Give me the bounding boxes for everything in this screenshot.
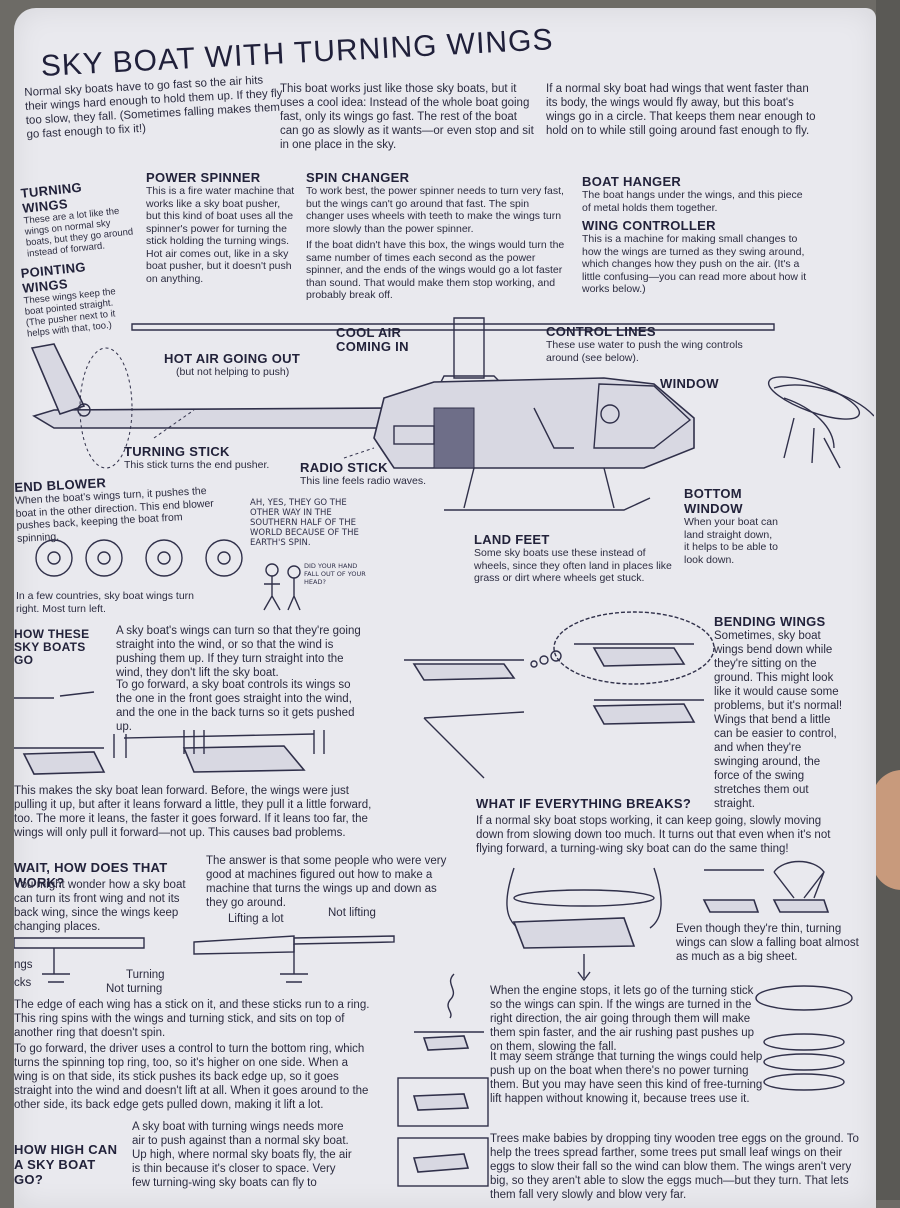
intro-paragraph-3: If a normal sky boat had wings that went… bbox=[546, 83, 816, 137]
boat-hanger-label: BOAT HANGER The boat hangs under the win… bbox=[582, 174, 803, 214]
how-these-p2: To go forward, a sky boat controls its w… bbox=[116, 679, 355, 733]
rotation-diagrams bbox=[35, 539, 243, 577]
how-these-heading: HOW THESE SKY BOATS GO bbox=[14, 627, 90, 667]
main-rotor bbox=[131, 323, 775, 331]
lifting-a-lot: Lifting a lot bbox=[228, 913, 284, 925]
finger bbox=[872, 770, 900, 890]
how-these-p3: This makes the sky boat lean forward. Be… bbox=[14, 785, 372, 839]
turning-stick-label: TURNING STICK This stick turns the end p… bbox=[124, 444, 270, 471]
stick-figures bbox=[263, 563, 301, 611]
page-title: SKY BOAT WITH TURNING WINGS bbox=[40, 23, 555, 83]
forward-diagrams bbox=[14, 691, 325, 775]
intro-paragraph-2: This boat works just like those sky boat… bbox=[280, 83, 534, 151]
breaks-p3: When the engine stops, it lets go of the… bbox=[490, 985, 755, 1053]
bending-wings-label: BENDING WINGS Sometimes, sky boat wings … bbox=[714, 614, 843, 810]
breaks-p4: It may seem strange that turning the win… bbox=[490, 1051, 763, 1105]
countries-note: In a few countries, sky boat wings turn … bbox=[16, 590, 195, 615]
falling-frames bbox=[397, 973, 489, 1187]
window bbox=[593, 383, 692, 449]
how-these-p1: A sky boat's wings can turn so that they… bbox=[116, 625, 361, 679]
hot-air-label: HOT AIR GOING OUT (but not helping to pu… bbox=[164, 351, 301, 378]
not-lifting: Not lifting bbox=[328, 907, 376, 919]
bottom-window-label: BOTTOM WINDOW When your boat can land st… bbox=[684, 486, 778, 566]
helicopter-body bbox=[373, 377, 695, 469]
swashplate-diagram bbox=[14, 935, 395, 983]
control-lines-label: CONTROL LINES These use water to push th… bbox=[546, 324, 743, 364]
tail-fin bbox=[30, 343, 86, 415]
wait-p2: The answer is that some people who were … bbox=[206, 855, 447, 909]
book-page: SKY BOAT WITH TURNING WINGS Normal sky b… bbox=[14, 8, 876, 1208]
not-turning-label: Not turning bbox=[106, 983, 163, 995]
breaks-p5: Trees make babies by dropping tiny woode… bbox=[490, 1133, 859, 1201]
how-high-text: A sky boat with turning wings needs more… bbox=[132, 1121, 352, 1189]
wing-controller-label: WING CONTROLLER This is a machine for ma… bbox=[582, 218, 807, 295]
bending-wings-diagram bbox=[404, 611, 715, 779]
wait-p3: The edge of each wing has a stick on it,… bbox=[14, 999, 370, 1039]
breaks-p1: If a normal sky boat stops working, it c… bbox=[476, 815, 831, 855]
pegasus-sketch bbox=[773, 384, 874, 469]
tail-boom bbox=[32, 407, 395, 429]
ngs-fragment: ngs bbox=[14, 959, 33, 971]
rotor-mast bbox=[453, 317, 485, 379]
wait-p1: You might wonder how a sky boat can turn… bbox=[14, 879, 186, 933]
breaks-heading: WHAT IF EVERYTHING BREAKS? bbox=[476, 796, 692, 811]
power-spinner-label: POWER SPINNER This is a fire water machi… bbox=[146, 170, 295, 285]
autorotation-diagram bbox=[506, 860, 830, 982]
comic-speech-1: AH, YES, THEY GO THE OTHER WAY IN THE SO… bbox=[250, 498, 359, 548]
engine-box bbox=[433, 407, 475, 469]
radio-stick-label: RADIO STICK This line feels radio waves. bbox=[300, 460, 427, 487]
turning-wings-label: TURNING WINGS These are a lot like the w… bbox=[20, 179, 134, 260]
spin-changer-label: SPIN CHANGER To work best, the power spi… bbox=[306, 170, 565, 301]
cks-fragment: cks bbox=[14, 977, 32, 989]
wait-p4: To go forward, the driver uses a control… bbox=[14, 1043, 369, 1111]
window-label: WINDOW bbox=[660, 376, 719, 391]
wait-heading: WAIT, HOW DOES THAT WORK? bbox=[14, 860, 168, 890]
how-high-heading: HOW HIGH CAN A SKY BOAT GO? bbox=[14, 1142, 118, 1187]
seed-drawings bbox=[755, 985, 853, 1091]
turning-label: Turning bbox=[126, 969, 165, 981]
comic-speech-2: DID YOUR HAND FALL OUT OF YOUR HEAD? bbox=[304, 562, 366, 586]
helicopter-diagram bbox=[30, 317, 874, 511]
breaks-p2: Even though they're thin, turning wings … bbox=[676, 923, 859, 963]
book-edge bbox=[876, 0, 900, 1200]
land-feet-label: LAND FEET Some sky boats use these inste… bbox=[474, 532, 672, 584]
cool-air-label: COOL AIR COMING IN bbox=[336, 325, 409, 354]
